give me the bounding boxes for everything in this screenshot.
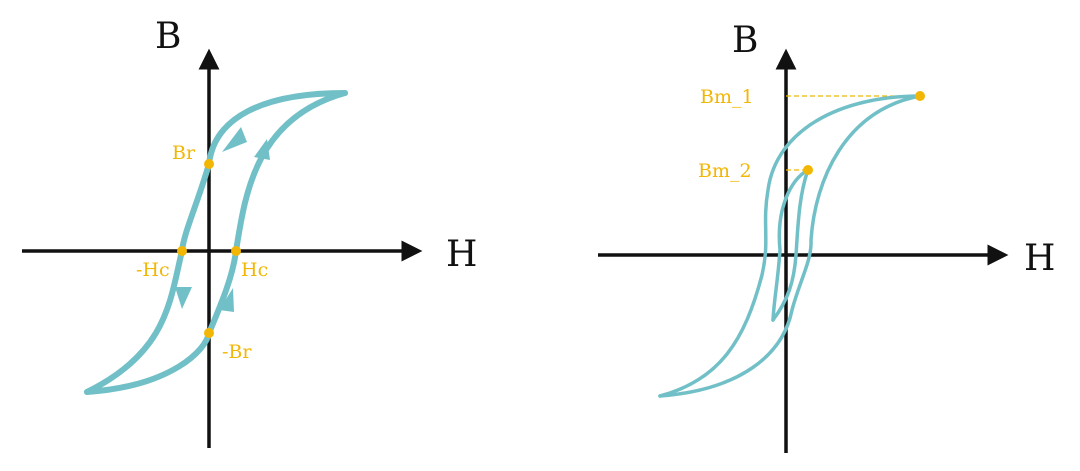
right-hysteresis-diagram: B H Bm_1 Bm_2 (598, 20, 1055, 453)
bm2-label: Bm_2 (698, 160, 752, 182)
neg-br-point (204, 328, 214, 338)
minor-loop-descending (771, 168, 810, 322)
major-loop-descending (658, 94, 922, 398)
left-hysteresis-diagram: B H Br -Br Hc -Hc (22, 16, 477, 448)
hc-point (231, 246, 241, 256)
curve-arrow-lower-left (175, 287, 192, 309)
neg-hc-label: -Hc (136, 259, 170, 281)
bm1-point (915, 91, 925, 101)
curve-arrow-top-left (222, 127, 247, 152)
hc-label: Hc (241, 259, 268, 281)
bm1-label: Bm_1 (700, 86, 754, 108)
br-point (204, 159, 214, 169)
right-b-axis-label: B (732, 20, 758, 61)
major-loop-ascending (658, 94, 922, 398)
bm2-point (803, 165, 813, 175)
curve-arrow-upper-right (254, 139, 270, 160)
left-b-axis-label: B (155, 16, 181, 57)
left-h-axis-label: H (446, 234, 477, 275)
neg-hc-point (177, 246, 187, 256)
neg-br-label: -Br (222, 341, 252, 363)
left-ascending-branch (84, 90, 348, 395)
right-h-axis-label: H (1024, 238, 1055, 279)
minor-loop-ascending (771, 168, 810, 322)
br-label: Br (172, 142, 196, 164)
curve-arrow-lower-right (219, 288, 234, 312)
left-descending-branch (84, 90, 348, 395)
